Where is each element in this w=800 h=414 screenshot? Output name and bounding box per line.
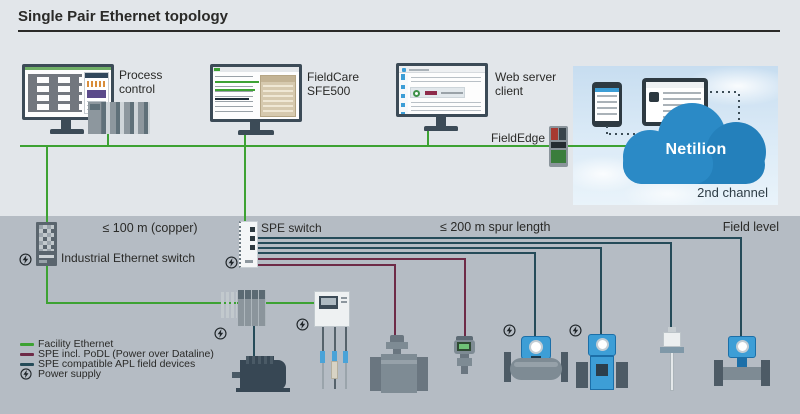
plc-rack-icon	[88, 102, 150, 134]
spur-length-annotation: ≤ 200 m spur length	[440, 220, 551, 234]
pressure-transmitter-icon	[454, 336, 475, 376]
apl-spur-line	[257, 247, 602, 249]
power-supply-icon	[20, 368, 34, 380]
motor-icon	[232, 356, 290, 392]
power-supply-icon	[214, 327, 227, 345]
power-supply-icon	[225, 256, 238, 274]
apl-spur-line	[257, 237, 742, 239]
valve-icon	[370, 335, 428, 393]
apl-spur-line	[740, 237, 742, 337]
apl-spur-line	[670, 242, 672, 333]
power-supply-icon	[569, 324, 582, 342]
drop-plc	[107, 132, 109, 147]
legend-item: Facility Ethernet	[20, 338, 113, 350]
spe-switch-label: SPE switch	[261, 221, 322, 235]
analysis-probe-icon	[343, 327, 348, 389]
legend-label: Power supply	[38, 368, 102, 380]
vortex-flowmeter-icon	[712, 336, 772, 388]
copper-length-annotation: ≤ 100 m (copper)	[102, 221, 198, 235]
monitor-stand	[50, 129, 84, 134]
fieldedge-gateway-icon	[549, 126, 568, 167]
phone-cloud-dotted-link	[609, 133, 649, 135]
power-supply-icon	[296, 318, 309, 336]
remote-io-icon	[221, 292, 237, 318]
monitor-stand	[250, 122, 260, 130]
process-control-label: Process control	[119, 68, 163, 97]
legend-item: Power supply	[20, 368, 101, 380]
phone-cloud-dotted-link	[606, 126, 608, 134]
spe-podl-line	[257, 258, 466, 260]
motor-link	[253, 326, 255, 362]
field-level-annotation: Field level	[722, 220, 779, 234]
web-client-label: Web server client	[495, 70, 557, 99]
spe-podl-line	[257, 264, 396, 266]
legend-label: Facility Ethernet	[38, 338, 114, 350]
electromagnetic-flowmeter-icon	[576, 334, 628, 390]
spe-podl-line	[394, 264, 396, 335]
legend-item: SPE incl. PoDL (Power over Dataline)	[20, 348, 214, 360]
drop-industrial-switch	[46, 145, 48, 223]
facility-ethernet-line	[20, 145, 640, 147]
fieldcare-monitor	[210, 64, 302, 122]
spe-switch-icon	[239, 221, 258, 268]
legend-item: SPE compatible APL field devices	[20, 358, 195, 370]
spe-podl-line	[464, 258, 466, 336]
monitor-stand	[238, 130, 274, 135]
monitor-stand	[424, 126, 458, 131]
field-green-line	[46, 302, 316, 304]
page-title: Single Pair Ethernet topology	[18, 8, 229, 25]
liquid-analysis-transmitter-icon	[314, 291, 350, 327]
fieldedge-label: FieldEdge	[490, 131, 545, 145]
apl-spur-line	[600, 247, 602, 335]
title-rule	[18, 30, 780, 32]
industrial-switch-label: Industrial Ethernet switch	[61, 251, 196, 265]
tablet-cloud-dotted-link	[710, 91, 740, 93]
remote-io-icon	[238, 290, 266, 326]
fieldcare-label: FieldCare SFE500	[307, 70, 360, 99]
apl-devices-swatch	[20, 362, 34, 366]
second-channel-label: 2nd channel	[697, 185, 768, 200]
monitor-stand	[61, 120, 71, 129]
analysis-probe-icon	[331, 327, 338, 389]
legend-label: SPE incl. PoDL (Power over Dataline)	[38, 348, 214, 360]
monitor-stand	[436, 117, 446, 126]
legend-label: SPE compatible APL field devices	[38, 358, 196, 370]
netilion-label: Netilion	[665, 141, 727, 158]
level-probe-icon	[660, 327, 684, 391]
power-supply-icon	[503, 324, 516, 342]
tablet-cloud-dotted-link	[738, 94, 740, 124]
fieldcare-screen	[213, 67, 299, 119]
netilion-cloud-icon	[623, 103, 766, 184]
web-client-monitor	[396, 63, 488, 117]
facility-ethernet-swatch	[20, 342, 34, 346]
apl-spur-line	[534, 252, 536, 337]
web-client-screen	[399, 66, 485, 114]
smartphone-icon	[592, 82, 622, 127]
power-supply-icon	[19, 253, 32, 271]
drop-web-client	[427, 129, 429, 147]
analysis-probe-icon	[320, 327, 325, 389]
industrial-ethernet-switch-icon	[36, 222, 57, 266]
spe-podl-swatch	[20, 352, 34, 356]
switch-down-line	[46, 263, 48, 304]
coriolis-flowmeter-icon	[504, 336, 568, 383]
apl-spur-line	[257, 242, 672, 244]
apl-spur-line	[257, 252, 536, 254]
drop-fieldcare-spe	[244, 131, 246, 223]
